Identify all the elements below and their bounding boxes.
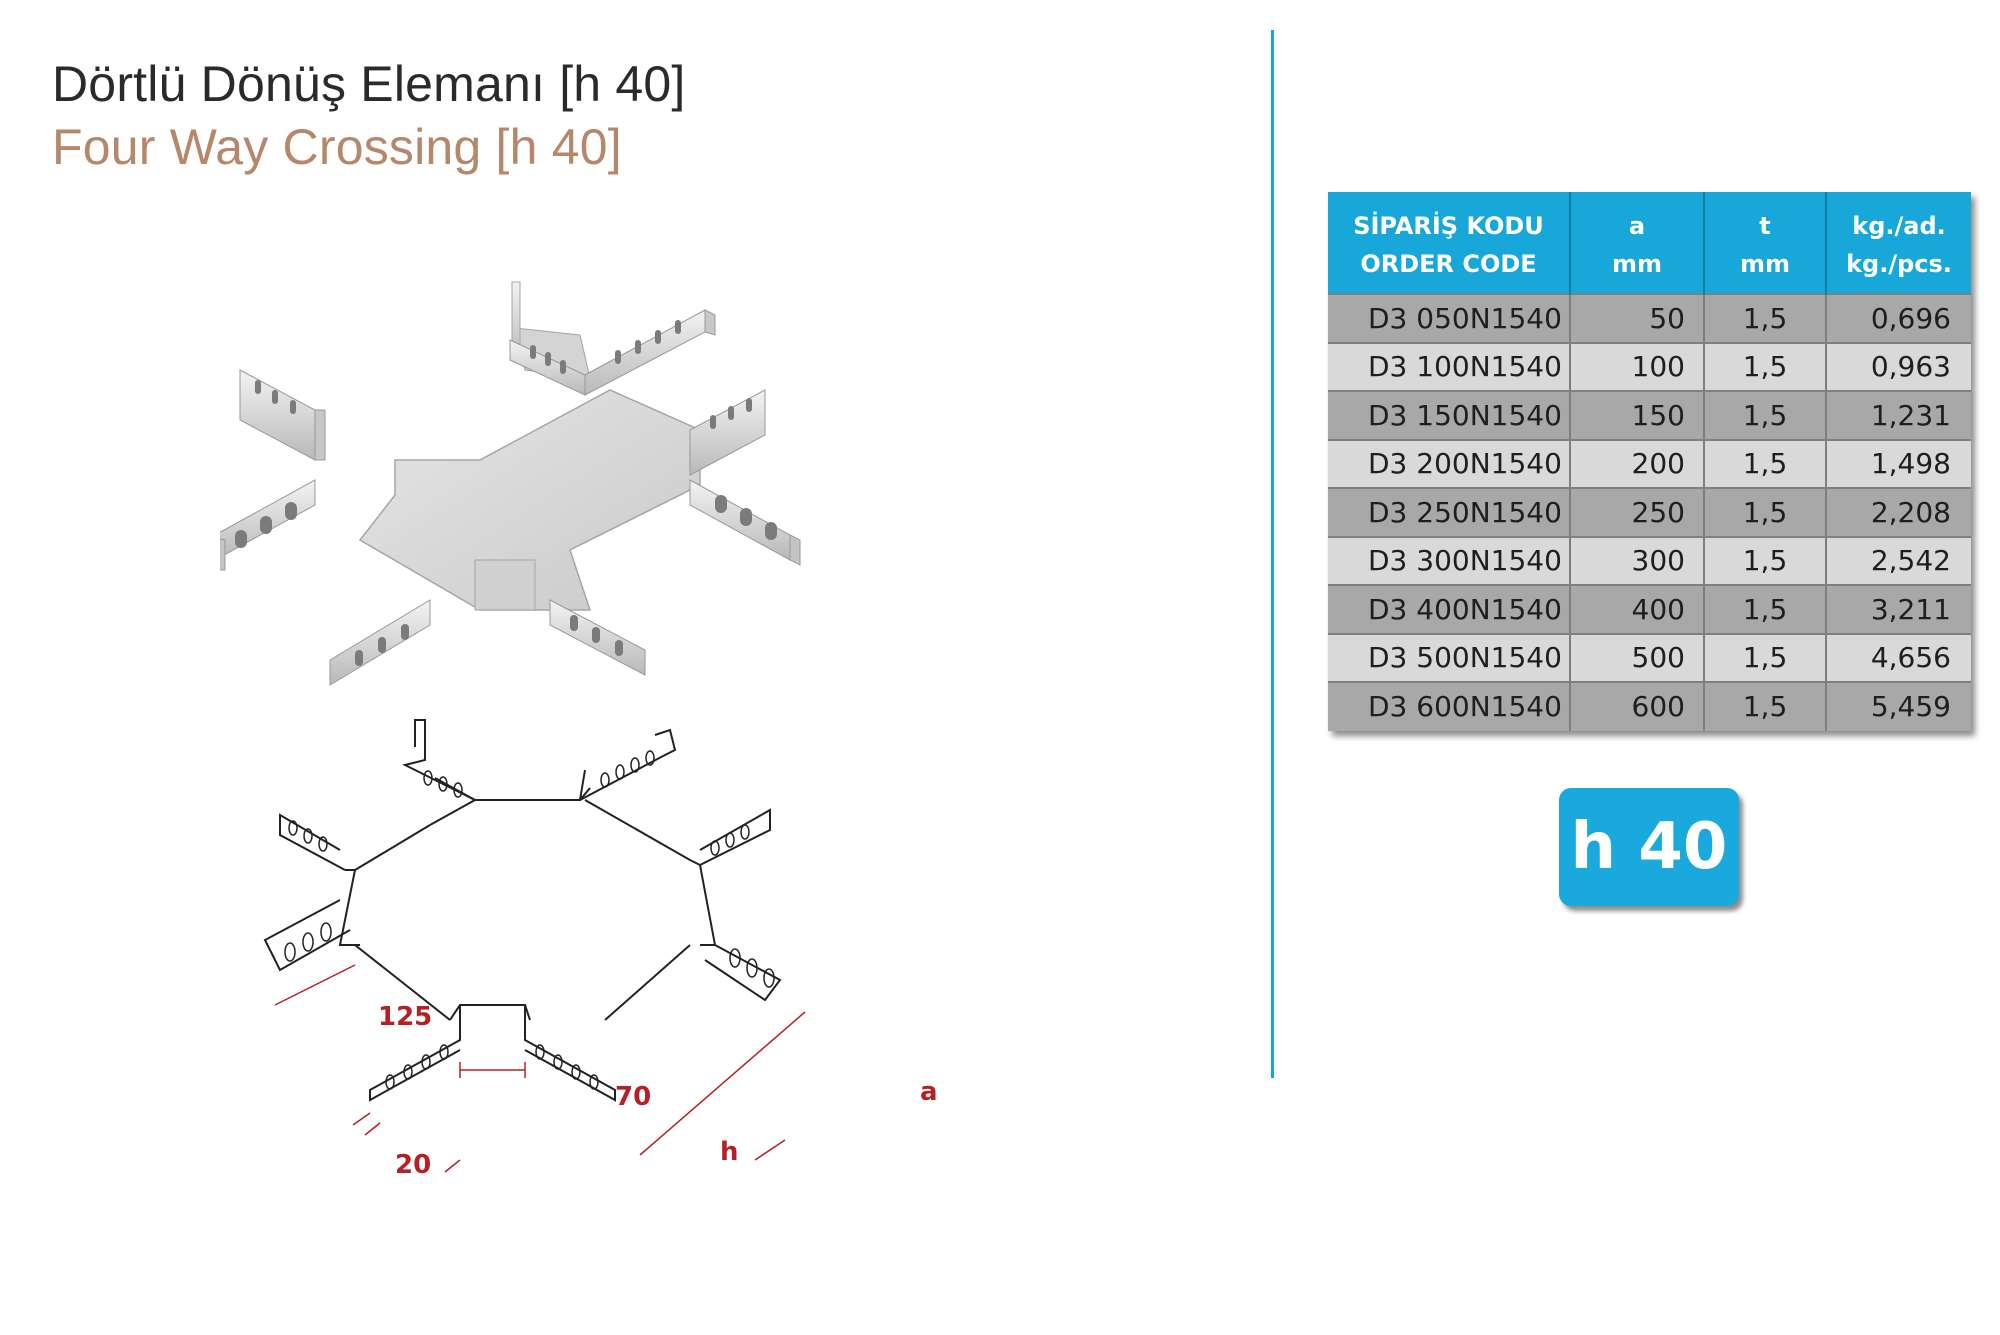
t-cell: 1,5 (1704, 341, 1827, 391)
header-weight-en: kg./pcs. (1846, 249, 1952, 278)
a-cell: 100 (1570, 341, 1705, 391)
order-code-cell: D3 250N1540 (1328, 487, 1571, 537)
table-row: D3 300N1540 300 1,5 2,542 (1328, 535, 1971, 585)
table-row: D3 150N1540 150 1,5 1,231 (1328, 390, 1971, 440)
header-t-label: t (1759, 211, 1771, 240)
a-cell: 600 (1570, 681, 1705, 731)
product-image (220, 281, 801, 686)
technical-drawing: 125 70 a 20 h (263, 719, 938, 1180)
weight-cell: 2,542 (1826, 535, 1971, 585)
order-code-cell: D3 500N1540 (1328, 632, 1571, 682)
header-t: t mm (1704, 192, 1827, 294)
header-weight: kg./ad. kg./pcs. (1826, 192, 1971, 294)
order-code-cell: D3 300N1540 (1328, 535, 1571, 585)
header-order-code: SİPARİŞ KODU ORDER CODE (1328, 192, 1571, 294)
header-a-label: a (1628, 211, 1646, 240)
weight-cell: 0,963 (1826, 341, 1971, 391)
dimension-70: 70 (615, 1082, 651, 1112)
weight-cell: 1,498 (1826, 438, 1971, 488)
t-cell: 1,5 (1704, 390, 1827, 440)
order-code-cell: D3 150N1540 (1328, 390, 1571, 440)
specification-table: SİPARİŞ KODU ORDER CODE a mm t mm kg./ad… (1328, 192, 1971, 731)
order-code-cell: D3 100N1540 (1328, 341, 1571, 391)
order-code-cell: D3 200N1540 (1328, 438, 1571, 488)
page-title: Dörtlü Dönüş Elemanı [h 40] (52, 56, 686, 112)
t-cell: 1,5 (1704, 438, 1827, 488)
vertical-divider (1271, 30, 1274, 1078)
a-cell: 150 (1570, 390, 1705, 440)
dimension-a: a (920, 1077, 938, 1107)
page-subtitle: Four Way Crossing [h 40] (52, 119, 622, 175)
a-cell: 250 (1570, 487, 1705, 537)
a-cell: 200 (1570, 438, 1705, 488)
weight-cell: 5,459 (1826, 681, 1971, 731)
t-cell: 1,5 (1704, 293, 1827, 343)
table-header-row: SİPARİŞ KODU ORDER CODE a mm t mm kg./ad… (1328, 192, 1971, 294)
dimension-125: 125 (378, 1002, 432, 1032)
header-t-unit: mm (1739, 249, 1790, 278)
weight-cell: 0,696 (1826, 293, 1971, 343)
weight-cell: 4,656 (1826, 632, 1971, 682)
weight-cell: 2,208 (1826, 487, 1971, 537)
t-cell: 1,5 (1704, 632, 1827, 682)
header-order-code-tr: SİPARİŞ KODU (1353, 211, 1544, 240)
a-cell: 500 (1570, 632, 1705, 682)
t-cell: 1,5 (1704, 535, 1827, 585)
height-badge: h 40 (1559, 788, 1739, 906)
weight-cell: 1,231 (1826, 390, 1971, 440)
a-cell: 400 (1570, 584, 1705, 634)
table-row: D3 400N1540 400 1,5 3,211 (1328, 584, 1971, 634)
table-row: D3 600N1540 600 1,5 5,459 (1328, 681, 1971, 731)
a-cell: 300 (1570, 535, 1705, 585)
a-cell: 50 (1570, 293, 1705, 343)
header-a-unit: mm (1611, 249, 1662, 278)
t-cell: 1,5 (1704, 681, 1827, 731)
header-weight-tr: kg./ad. (1852, 211, 1946, 240)
table-row: D3 500N1540 500 1,5 4,656 (1328, 632, 1971, 682)
dimension-20: 20 (395, 1150, 431, 1180)
dimension-h: h (720, 1137, 739, 1167)
t-cell: 1,5 (1704, 584, 1827, 634)
order-code-cell: D3 600N1540 (1328, 681, 1571, 731)
order-code-cell: D3 050N1540 (1328, 293, 1571, 343)
table-row: D3 200N1540 200 1,5 1,498 (1328, 438, 1971, 488)
table-row: D3 100N1540 100 1,5 0,963 (1328, 341, 1971, 391)
header-order-code-en: ORDER CODE (1360, 249, 1537, 278)
weight-cell: 3,211 (1826, 584, 1971, 634)
header-a: a mm (1570, 192, 1705, 294)
order-code-cell: D3 400N1540 (1328, 584, 1571, 634)
table-row: D3 050N1540 50 1,5 0,696 (1328, 293, 1971, 343)
table-row: D3 250N1540 250 1,5 2,208 (1328, 487, 1971, 537)
t-cell: 1,5 (1704, 487, 1827, 537)
